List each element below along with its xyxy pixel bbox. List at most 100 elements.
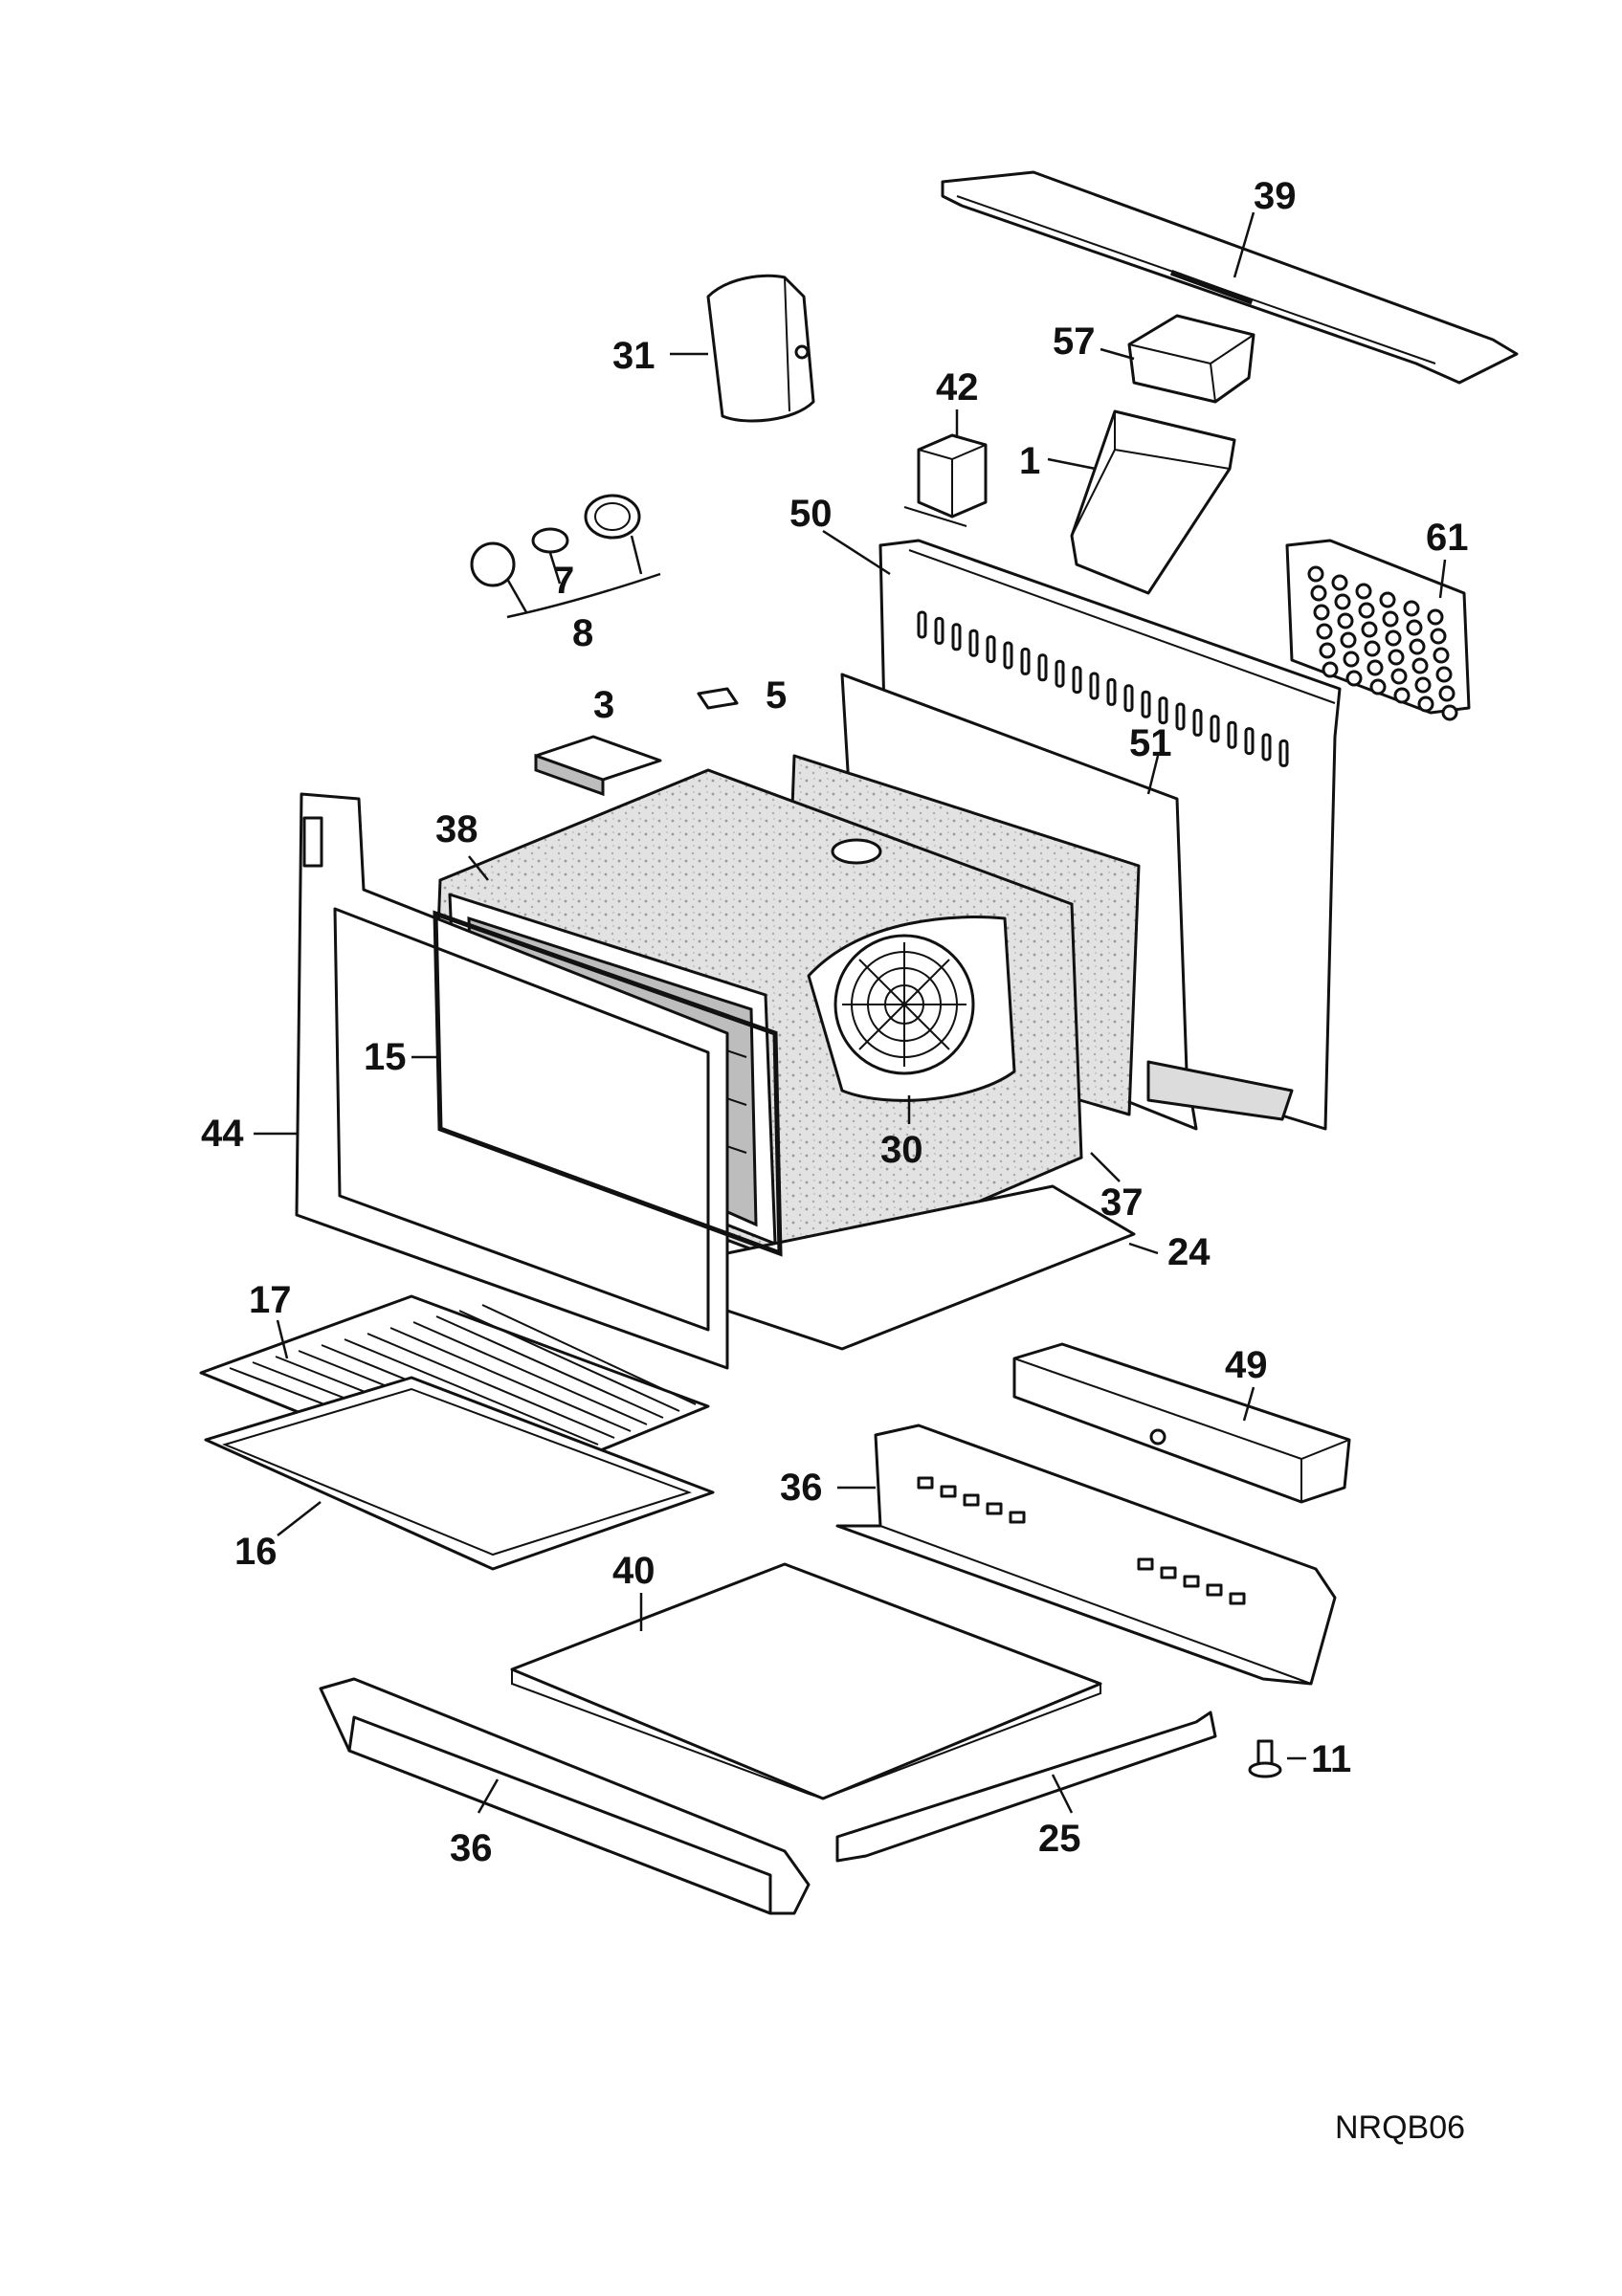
vent-slot (1158, 696, 1168, 725)
grille-hole (1427, 608, 1444, 626)
callout-1: 1 (1019, 440, 1040, 482)
bracket-slot (940, 1485, 957, 1498)
callout-15: 15 (364, 1036, 407, 1078)
leader-lines (254, 211, 1447, 1814)
grille-hole (1316, 623, 1333, 640)
callout-5: 5 (766, 674, 787, 717)
callout-40: 40 (612, 1550, 655, 1592)
callout-16: 16 (234, 1531, 278, 1573)
bracket-slot (1229, 1592, 1246, 1605)
vent-slot (1055, 659, 1065, 688)
diagram-reference-code: NRQB06 (1335, 2109, 1465, 2146)
lamp-assembly-part (470, 494, 661, 619)
upper-bracket-part (835, 1424, 1337, 1686)
grille-hole (1343, 651, 1360, 668)
grille-hole (1406, 619, 1423, 636)
grille-hole (1334, 593, 1351, 610)
vent-slot (1123, 684, 1134, 713)
vent-slot (1261, 733, 1272, 762)
rack-wire (458, 1310, 680, 1412)
callout-44: 44 (201, 1113, 244, 1155)
rack-wire (435, 1315, 664, 1419)
vent-slot (917, 610, 927, 639)
callout-3: 3 (593, 684, 614, 726)
grille-hole (1345, 670, 1363, 687)
clip-part (697, 687, 739, 710)
rack-wire (412, 1321, 648, 1425)
vent-slot (1227, 720, 1237, 749)
grille-hole (1369, 678, 1387, 695)
callout-11: 11 (1311, 1738, 1351, 1780)
grille-hole (1441, 704, 1458, 721)
grille-hole (1358, 602, 1375, 619)
bracket-slot (1183, 1575, 1200, 1588)
switch-part (903, 433, 988, 527)
vent-slot (1192, 708, 1203, 737)
grille-hole (1438, 685, 1455, 702)
bracket-slot (963, 1493, 980, 1507)
vent-slot (1210, 715, 1220, 743)
callout-25: 25 (1038, 1818, 1081, 1860)
callout-51: 51 (1129, 722, 1172, 764)
grille-hole (1364, 640, 1381, 657)
grille-hole (1340, 631, 1357, 649)
vent-slot (951, 623, 962, 651)
callout-49: 49 (1225, 1344, 1268, 1386)
callout-39: 39 (1254, 175, 1297, 217)
grille-hole (1331, 574, 1348, 591)
grille-hole (1430, 628, 1447, 645)
grille-hole (1433, 647, 1450, 664)
screw-part (1248, 1739, 1282, 1778)
bracket-slot (1009, 1511, 1026, 1524)
support-bar-part (835, 1711, 1217, 1863)
vent-slot (1089, 672, 1100, 700)
callout-17: 17 (249, 1279, 292, 1321)
vent-slot (1175, 702, 1186, 731)
vent-slot (934, 616, 944, 645)
grille-hole (1379, 591, 1396, 608)
vent-slot (1106, 677, 1117, 706)
grille-hole (1390, 668, 1408, 685)
vent-slot (1244, 727, 1255, 756)
bottom-panel-part (510, 1562, 1102, 1800)
rack-wire (481, 1304, 697, 1405)
bracket-slot (1206, 1583, 1223, 1597)
callout-42: 42 (936, 366, 979, 408)
grille-hole (1361, 621, 1378, 638)
grille-hole (1319, 642, 1336, 659)
bracket-slot (1160, 1566, 1177, 1579)
fan-assembly-part (807, 916, 1016, 1102)
callout-57: 57 (1053, 320, 1096, 363)
baking-tray-part (204, 1376, 715, 1571)
callout-50: 50 (789, 493, 833, 535)
grille-hole (1313, 604, 1330, 621)
grille-hole (1435, 666, 1453, 683)
rack-wire (344, 1338, 599, 1446)
front-frame-part (295, 792, 729, 1370)
grille-hole (1382, 610, 1399, 628)
grille-hole (1355, 583, 1372, 600)
terminal-block-part (534, 735, 662, 797)
callout-31: 31 (612, 335, 655, 377)
callout-36-lower: 36 (450, 1827, 493, 1869)
callout-36-upper: 36 (780, 1467, 823, 1509)
vent-slot (1037, 653, 1048, 682)
grille-hole (1385, 629, 1402, 647)
grille-hole (1322, 661, 1339, 678)
grille-hole (1403, 600, 1420, 617)
top-rail-part (941, 170, 1519, 385)
callout-30: 30 (880, 1129, 923, 1171)
callout-37: 37 (1100, 1181, 1144, 1224)
bracket-slot (1137, 1557, 1154, 1571)
grille-hole (1307, 565, 1324, 583)
grille-hole (1393, 687, 1411, 704)
callout-24: 24 (1167, 1231, 1211, 1273)
callout-8: 8 (572, 612, 593, 654)
grille-hole (1409, 638, 1426, 655)
lower-bracket-part (319, 1677, 811, 1915)
vent-slot (986, 635, 996, 664)
callout-38: 38 (435, 808, 478, 850)
grille-hole (1310, 585, 1327, 602)
rack-wire (367, 1333, 615, 1439)
vent-slot (1003, 641, 1013, 670)
